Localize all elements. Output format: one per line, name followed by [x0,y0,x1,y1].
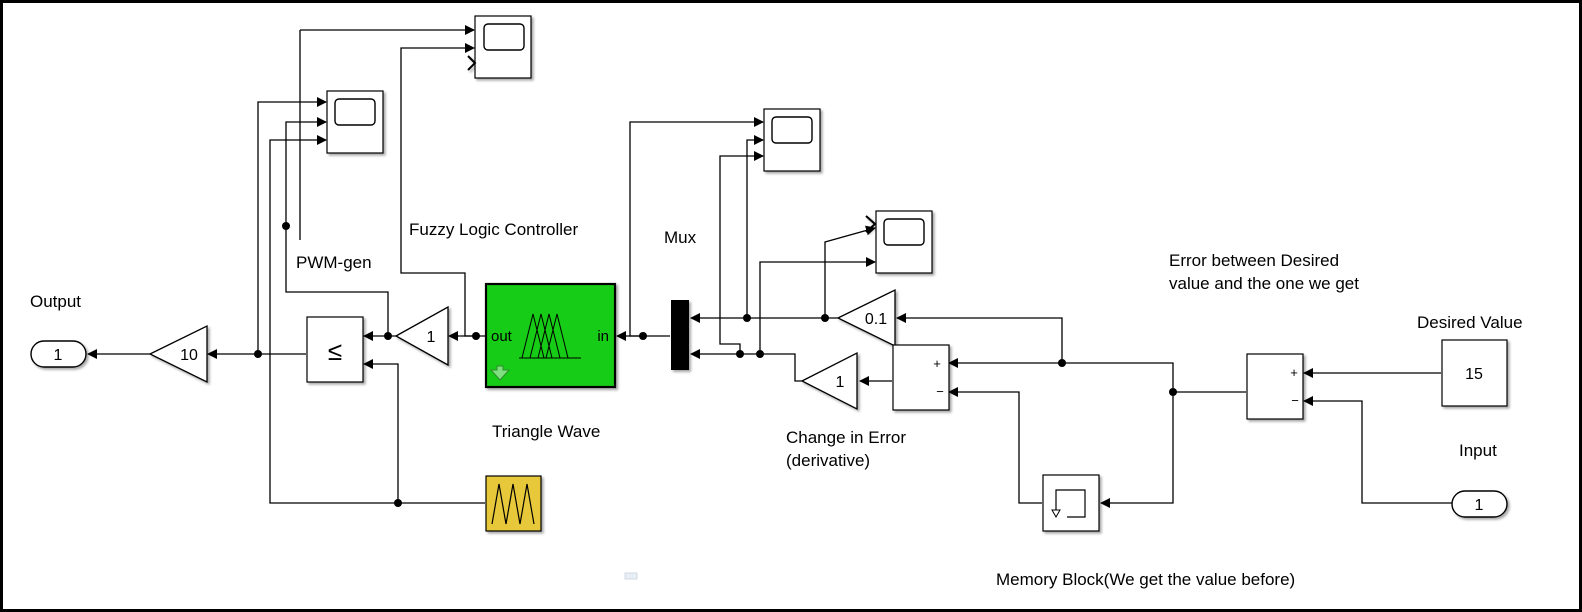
signal-wires [87,25,1452,508]
label-desired-value: Desired Value [1417,313,1523,332]
label-change-in-error: Change in Error [786,428,906,447]
constant-block[interactable]: 15 [1441,339,1508,407]
resize-handle-icon [624,572,638,580]
triangle-wave-block[interactable] [485,475,542,532]
gain-fuzzy-out-block[interactable]: 1 [394,305,449,367]
label-fuzzy-logic-controller: Fuzzy Logic Controller [409,220,578,239]
label-output: Output [30,292,81,311]
branch-points [254,222,1177,507]
label-mux: Mux [664,228,697,247]
triangle-wave-icon [491,483,535,525]
memory-block[interactable] [1042,474,1100,532]
inport-block[interactable]: 1 [1451,490,1508,518]
error-sum-block[interactable]: + − [892,344,950,411]
constant-value: 15 [1465,366,1483,383]
fuzzy-in-port-label: in [597,328,609,345]
mux-block[interactable] [671,300,689,370]
error-sum-minus: − [936,384,944,399]
label-error-between-line2: value and the one we get [1169,274,1359,293]
scope-block-left[interactable] [326,90,384,154]
membership-functions-icon [519,313,581,359]
gain-error-scope-block[interactable]: 0.1 [836,288,896,348]
relational-operator-block[interactable]: ≤ [306,316,364,383]
label-pwm-gen: PWM-gen [296,253,372,272]
label-derivative: (derivative) [786,451,870,470]
label-error-between-line1: Error between Desired [1169,251,1339,270]
relational-operator-symbol: ≤ [328,336,342,366]
error-sum-plus: + [933,356,941,371]
gain-change-value: 1 [836,374,845,391]
outport-block[interactable]: 1 [30,340,87,368]
scope-block-top[interactable] [467,15,532,79]
input-sum-plus: + [1290,365,1298,380]
scope-block-error[interactable] [865,210,933,274]
label-triangle-wave: Triangle Wave [492,422,600,441]
fuzzy-logic-controller-block[interactable]: out in [484,282,617,389]
fuzzy-out-port-label: out [491,328,513,345]
gain-fuzzy-out-value: 1 [427,329,436,346]
gain-output-value: 10 [180,347,198,364]
scope-block-mux[interactable] [763,108,821,172]
outport-value: 1 [54,347,63,364]
inport-value: 1 [1475,497,1484,514]
download-arrow-icon [489,365,511,381]
gain-change-block[interactable]: 1 [800,351,858,411]
label-memory-block: Memory Block(We get the value before) [996,570,1295,589]
gain-error-scope-value: 0.1 [865,311,887,328]
input-sum-minus: − [1291,393,1299,408]
gain-output-block[interactable]: 10 [148,324,208,384]
label-input: Input [1459,441,1497,460]
memory-icon [1055,489,1086,518]
input-sum-block[interactable]: + − [1246,353,1304,420]
